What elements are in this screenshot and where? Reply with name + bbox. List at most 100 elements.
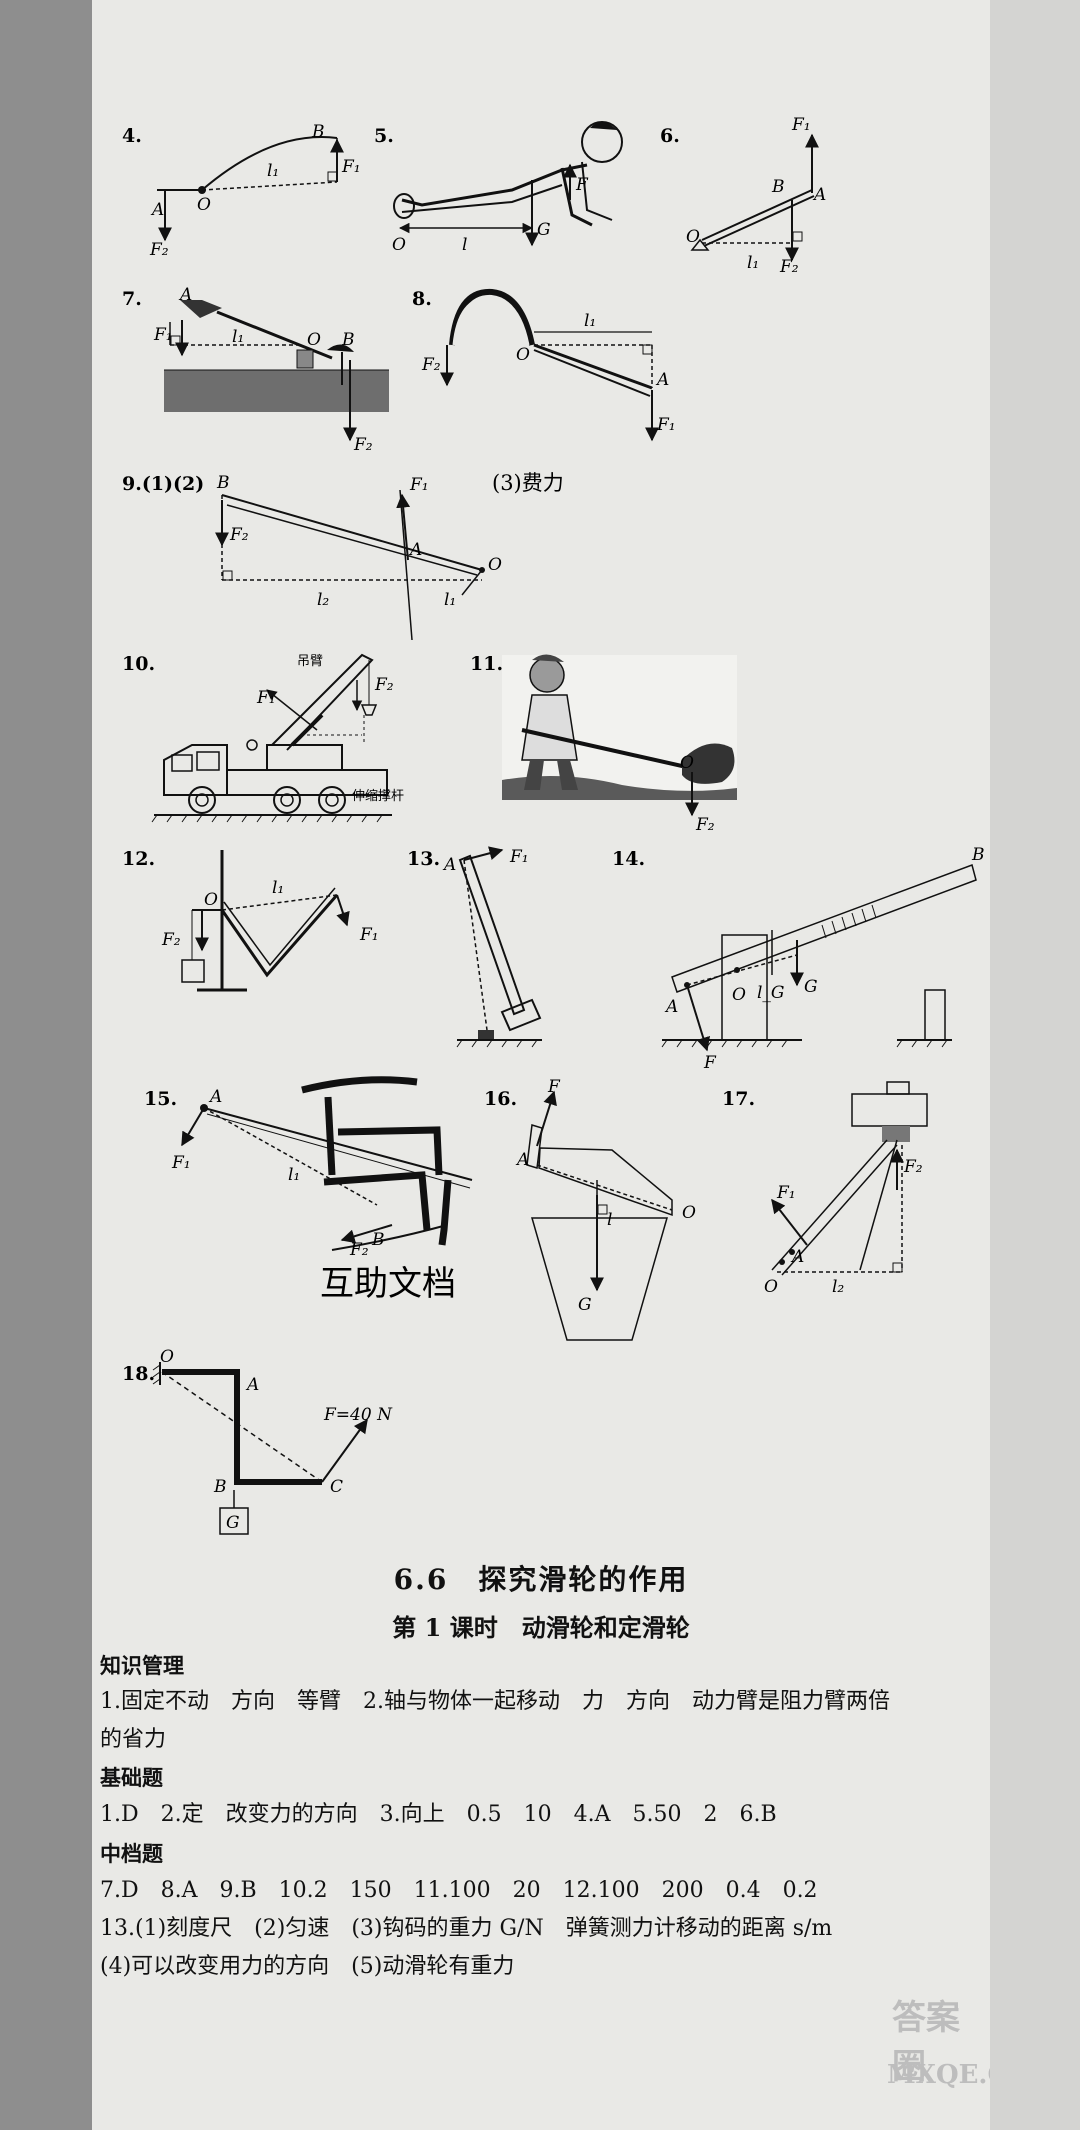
answer-line-1: 1.固定不动 方向 等臂 2.轴与物体一起移动 力 方向 动力臂是阻力臂两倍 [100,1689,890,1714]
f17-label-o: O [764,1277,778,1297]
lesson-title: 第 1 课时 动滑轮和定滑轮 [392,1613,690,1642]
f5-label-f: F [575,175,589,195]
figure-8-number: 8. [412,288,432,310]
figure-10-number: 10. [122,653,155,675]
f14-label-b: B [971,845,985,865]
f9-label-o: O [488,555,502,575]
f6-label-o: O [686,227,700,247]
f9-note: (3)费力 [492,471,564,495]
f4-label-f1: F₁ [341,157,361,177]
figure-16-number: 16. [484,1088,517,1110]
figure-9: 9.(1)(2) B F₁ F₂ A O l₂ l₁ (3)费力 [122,471,564,641]
f15-label-b: B [371,1230,385,1250]
f10-label-f1: F₁ [256,688,276,708]
figure-18-number: 18. [122,1363,155,1385]
figure-15-number: 15. [144,1088,177,1110]
f10-label-f2: F₂ [374,675,394,695]
f12-label-f1: F₁ [359,925,379,945]
figure-7-number: 7. [122,288,142,310]
page-edge [990,0,1080,2130]
f4-label-a: A [150,200,164,220]
f14-label-o: O [732,985,746,1005]
f14-label-g: G [804,977,818,997]
figure-4: 4. B F₁ l₁ A O F₂ [122,122,361,260]
figure-11-number: 11. [470,653,503,675]
f14-label-lg: l_G [757,983,785,1003]
f8-label-l1: l₁ [584,311,596,331]
f18-label-g: G [226,1513,240,1533]
figure-16: 16. F A O l G [484,1077,696,1341]
f12-label-f2: F₂ [161,930,181,950]
f13-label-f1: F₁ [509,847,529,867]
f12-label-l1: l₁ [272,878,284,898]
f18-label-a: A [245,1375,259,1395]
f5-label-l: l [462,235,467,255]
f9-label-l1: l₁ [444,590,456,610]
f14-label-a: A [664,997,678,1017]
figure-17: 17. F₂ F₁ A O l₂ [722,1081,928,1297]
figure-11: 11. O F₂ [470,653,737,835]
f17-label-f1: F₁ [776,1183,796,1203]
figure-13: 13. F₁ A [407,846,542,1048]
f6-label-b: B [771,177,785,197]
figure-4-number: 4. [122,125,142,147]
f16-label-l: l [607,1210,612,1230]
f9-label-b: B [216,473,230,493]
f4-label-f2: F₂ [149,240,169,260]
figure-12-number: 12. [122,848,155,870]
f15-label-l1: l₁ [288,1165,300,1185]
watermark-url: MXQE.COM [887,2060,990,2090]
f8-label-f1: F₁ [656,415,676,435]
f17-label-f2: F₂ [903,1157,923,1177]
f18-label-c: C [330,1477,343,1497]
f17-label-a: A [790,1247,804,1267]
diagrams-area: 4. B F₁ l₁ A O F₂ 5. F O l G 6. [122,115,985,1535]
f7-label-f1: F₁ [153,325,173,345]
f15-label-a: A [208,1087,222,1107]
watermark-logo: 答案圈 [892,1998,960,2087]
f9-label-f2: F₂ [229,525,249,545]
f16-label-a: A [515,1150,529,1170]
figure-14-number: 14. [612,848,645,870]
figure-5: 5. F O l G [374,121,623,255]
f16-label-f: F [547,1077,561,1097]
f7-label-l1: l₁ [232,327,244,347]
figure-13-number: 13. [407,848,440,870]
f8-label-a: A [655,370,669,390]
f9-label-a: A [408,540,422,560]
f8-label-f2: F₂ [421,355,441,375]
f11-label-o: O [680,753,694,773]
f6-label-f2: F₂ [779,257,799,277]
f10-label-arm: 吊臂 [297,654,323,669]
heading-basic: 基础题 [100,1765,163,1790]
figure-12: 12. l₁ O F₂ F₁ [122,848,379,992]
figure-10: 10. 吊臂 F₁ F₂ 伸缩撑杆 [122,653,404,823]
f7-label-a: A [178,285,192,305]
f14-label-f: F [703,1053,717,1073]
section-title: 6.6 探究滑轮的作用 [393,1563,689,1596]
f7-label-b: B [341,330,355,350]
figure-7: 7. A F₁ l₁ O B F₂ [122,285,389,455]
f4-label-o: O [197,195,211,215]
f18-label-b: B [213,1477,227,1497]
f13-label-a: A [442,855,456,875]
figure-15: 15. A F₁ l₁ F₂ B 互助文档 [144,1076,473,1304]
heading-knowledge: 知识管理 [100,1653,184,1678]
figure-6-number: 6. [660,125,680,147]
f10-label-strut: 伸缩撑杆 [352,788,404,804]
answer-line-2: 的省力 [100,1727,167,1752]
answer-page: 4. B F₁ l₁ A O F₂ 5. F O l G 6. [92,0,990,2130]
answer-line-4: 7.D 8.A 9.B 10.2 150 11.100 20 12.100 20… [100,1878,818,1903]
f16-label-o: O [682,1203,696,1223]
f6-label-a: A [812,185,826,205]
f6-label-l1: l₁ [747,253,759,273]
f11-label-f2: F₂ [695,815,715,835]
figure-18: 18. O A F=40 N B C G [122,1347,393,1535]
f17-label-l2: l₂ [832,1277,844,1297]
answer-line-3: 1.D 2.定 改变力的方向 3.向上 0.5 10 4.A 5.50 2 6.… [100,1802,777,1827]
f8-label-o: O [516,345,530,365]
f4-label-l1: l₁ [267,161,279,181]
f7-label-f2: F₂ [353,435,373,455]
f15-label-f2: F₂ [349,1240,369,1260]
f18-label-force: F=40 N [323,1405,393,1425]
